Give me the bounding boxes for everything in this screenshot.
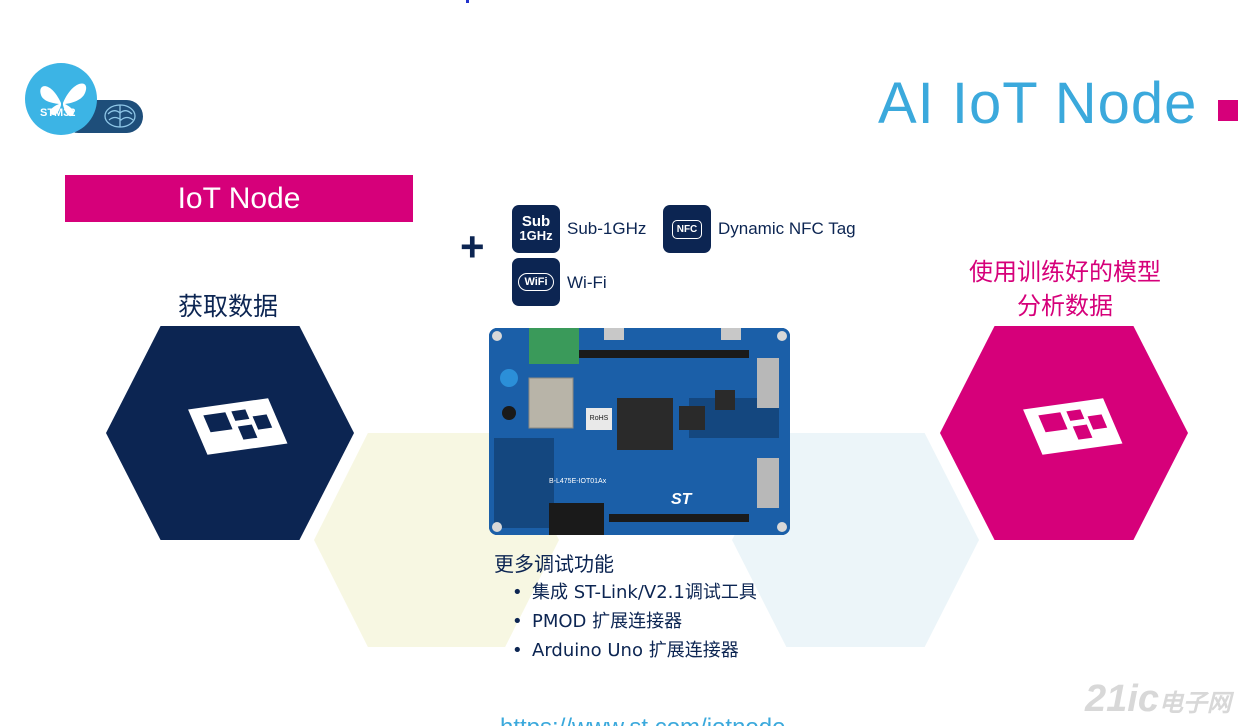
board-model-label: B-L475E-IOT01Ax — [549, 478, 607, 485]
list-item: PMOD 扩展连接器 — [512, 607, 757, 636]
sub-1ghz-icon: Sub 1GHz — [512, 205, 560, 253]
wifi-icon: WiFi — [512, 258, 560, 306]
iot-node-board-image: RoHS B-L475E-IOT01Ax ST — [489, 328, 790, 535]
plus-sign: + — [460, 223, 485, 270]
board-graphic: RoHS B-L475E-IOT01Ax ST — [489, 328, 790, 535]
st-logo: ST — [671, 491, 693, 508]
sub-1ghz-icon-line2: 1GHz — [519, 228, 553, 243]
watermark-logo: 21ic电子网 — [1085, 678, 1231, 721]
logo-text: STM32 — [40, 107, 76, 119]
left-caption: 获取数据 — [178, 292, 279, 321]
logo-stm32 — [25, 63, 97, 135]
right-caption-line1: 使用训练好的模型 — [969, 258, 1161, 286]
brain-icon — [104, 104, 136, 128]
list-item: 集成 ST-Link/V2.1调试工具 — [512, 578, 757, 607]
nfc-icon: NFC — [663, 205, 711, 253]
right-caption-line2: 分析数据 — [1017, 292, 1113, 320]
module-chip-icon — [1023, 398, 1123, 455]
sub-1ghz-label: Sub-1GHz — [567, 219, 647, 238]
page-title: AI IoT Node — [878, 71, 1198, 136]
iot-node-banner: IoT Node — [65, 175, 413, 222]
title-accent-square — [1218, 100, 1238, 121]
features-heading: 更多调试功能 — [494, 552, 614, 576]
nfc-icon-text: NFC — [671, 219, 703, 239]
stray-dot — [466, 0, 469, 3]
feature-list: 集成 ST-Link/V2.1调试工具 PMOD 扩展连接器 Arduino U… — [512, 578, 757, 665]
nfc-label: Dynamic NFC Tag — [718, 219, 856, 238]
list-item: Arduino Uno 扩展连接器 — [512, 636, 757, 665]
watermark-main: 21ic — [1085, 678, 1159, 720]
sub-1ghz-icon-line1: Sub — [521, 213, 551, 230]
watermark-sub: 电子网 — [1158, 690, 1231, 717]
module-chip-icon — [188, 398, 288, 455]
right-caption: 使用训练好的模型 分析数据 — [950, 255, 1180, 323]
wifi-label: Wi-Fi — [567, 273, 607, 292]
iot-node-link[interactable]: https://www.st.com/iotnode — [500, 714, 785, 726]
butterfly-icon — [40, 83, 87, 117]
board-rohs-label: RoHS — [590, 415, 609, 422]
wifi-icon-text: WiFi — [518, 273, 554, 291]
